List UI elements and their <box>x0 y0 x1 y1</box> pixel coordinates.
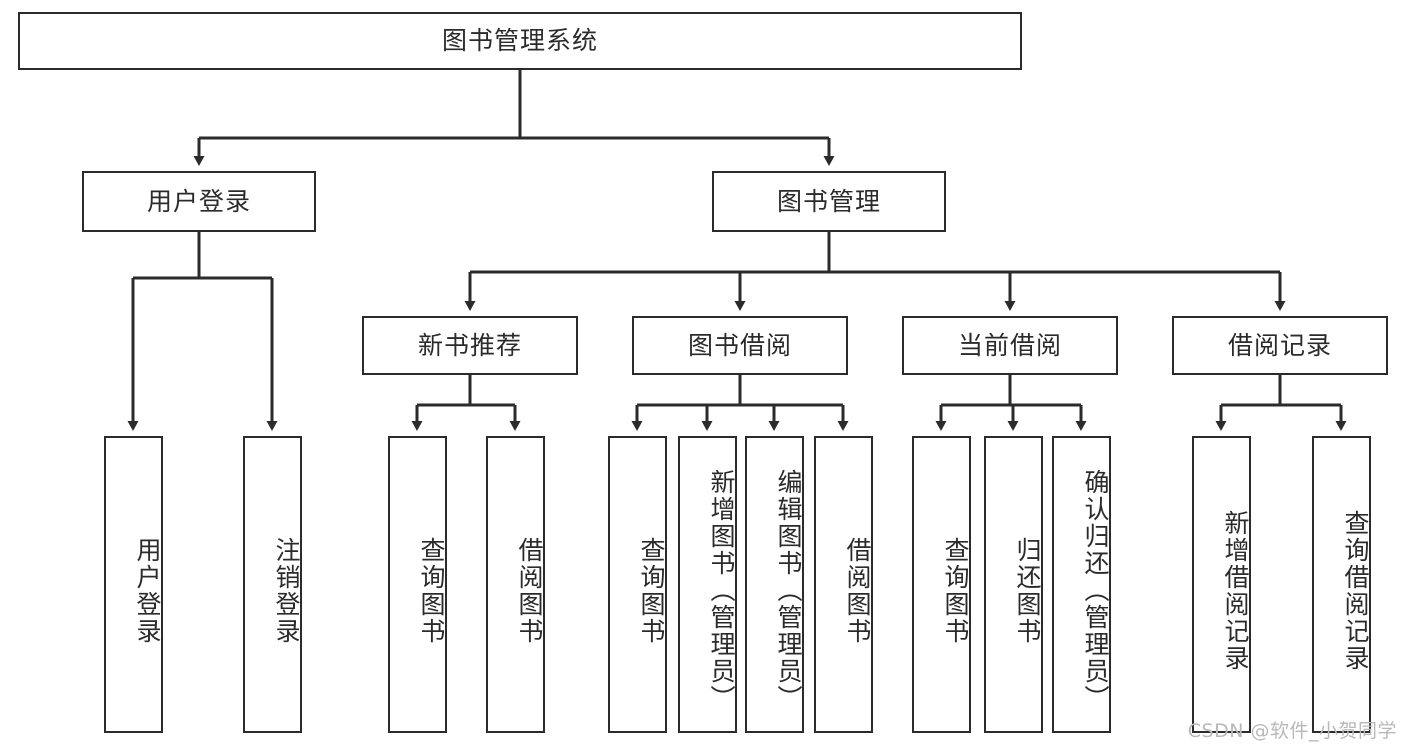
node-leaf-confirm-return[interactable]: 确认归还（管理员） <box>1052 436 1111 733</box>
node-leaf-query-book-cur[interactable]: 查询图书 <box>912 436 971 733</box>
node-leaf-borrow-book-rec[interactable]: 借阅图书 <box>486 436 545 733</box>
node-borrow-record[interactable]: 借阅记录 <box>1172 316 1388 375</box>
node-new-book-rec[interactable]: 新书推荐 <box>362 316 578 375</box>
node-leaf-add-book[interactable]: 新增图书（管理员） <box>678 436 737 733</box>
node-leaf-borrow-book[interactable]: 借阅图书 <box>814 436 873 733</box>
node-leaf-user-logout[interactable]: 注销登录 <box>243 436 302 733</box>
node-leaf-return-book[interactable]: 归还图书 <box>984 436 1043 733</box>
node-root-system[interactable]: 图书管理系统 <box>18 12 1022 70</box>
node-user-login[interactable]: 用户登录 <box>82 171 316 232</box>
node-leaf-edit-book[interactable]: 编辑图书（管理员） <box>745 436 804 733</box>
node-leaf-query-book-borrow[interactable]: 查询图书 <box>608 436 667 733</box>
node-leaf-query-record[interactable]: 查询借阅记录 <box>1312 436 1371 733</box>
node-book-manage[interactable]: 图书管理 <box>712 171 946 232</box>
node-current-borrow[interactable]: 当前借阅 <box>902 316 1118 375</box>
watermark-text: CSDN @软件_小贺同学 <box>1187 720 1397 742</box>
node-leaf-user-login[interactable]: 用户登录 <box>104 436 163 733</box>
node-book-borrow[interactable]: 图书借阅 <box>632 316 848 375</box>
node-leaf-add-record[interactable]: 新增借阅记录 <box>1192 436 1251 733</box>
node-leaf-query-book-rec[interactable]: 查询图书 <box>388 436 447 733</box>
